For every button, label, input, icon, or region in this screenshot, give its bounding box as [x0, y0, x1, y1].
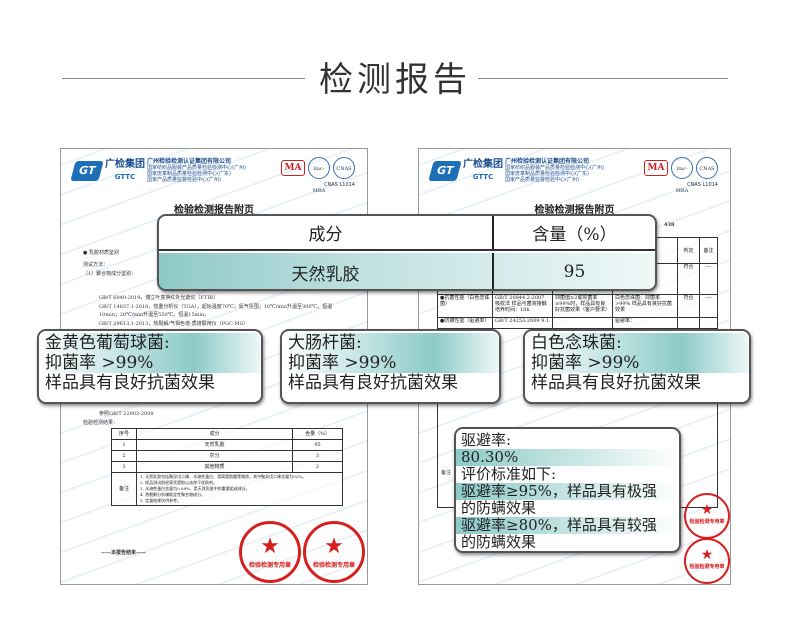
cnas-cert-number: CNAS L1014 [687, 182, 718, 188]
report-number: 438 [664, 222, 675, 228]
row-antibac-result: 白色念珠菌：抑菌率 >99% 样品具有良好抗菌效果 [612, 294, 678, 318]
notes-label: 备注 [441, 470, 452, 476]
cnas-cert-number: CNAS L1014 [324, 182, 355, 188]
callout-mite-repellency: 驱避率: 80.30% 评价标准如下: 驱避率≥95%，样品具有极强 的防螨效果… [454, 427, 681, 553]
cnas-icon: CNAS [696, 157, 718, 179]
cnas-icon: CNAS [333, 157, 355, 179]
cma-icon: MA [644, 160, 668, 176]
row-antibac-method: GB/T 20944.2-2007 吸收法 样品与菌液接触培养时间：18h [492, 294, 553, 318]
callout-staphylococcus: 金黄色葡萄球菌:抑菌率 >99%样品具有良好抗菌效果 [37, 329, 263, 404]
callout-candida: 白色念珠菌:抑菌率 >99%样品具有良好抗菌效果 [523, 329, 751, 404]
company-info: 广州检验检测认证集团有限公司国家纺织品服装产品质量检验检测中心(广州)国家皮革制… [147, 158, 246, 184]
page-title: 检测报告 [319, 60, 471, 100]
cell-content: 95 [563, 262, 586, 282]
red-seal: ★检验检测专用章 [303, 521, 365, 583]
red-seal: ★检验检测专用章 [239, 521, 301, 583]
red-seal: ★检验检测专用章 [684, 493, 730, 539]
company-info: 广州检验检测认证集团有限公司国家纺织品服装产品质量检验检测中心(广州)国家皮革制… [505, 158, 604, 184]
doc-title: 检验检测报告附页 [534, 205, 615, 216]
title-divider-right [478, 78, 728, 79]
report-end: ——本报告结束—— [101, 550, 147, 556]
red-seal: ★检验检测专用章 [684, 538, 730, 584]
header-content: 含量（%） [532, 225, 617, 245]
header-composition: 成分 [159, 216, 494, 249]
ilac-icon: ilac-MRA [671, 157, 693, 194]
title-divider-left [62, 78, 305, 79]
callout-e-coli: 大肠杆菌:抑菌率 >99%样品具有良好抗菌效果 [280, 329, 501, 404]
row-antibac-requirement: 抑菌值≥2或抑菌率≥99%时，样品具有良好抗菌效果（客户要求） [552, 294, 613, 318]
row-antibac-item: ●抗菌性能（白色念珠菌） [437, 294, 493, 318]
ilac-icon: ilac-MRA [308, 157, 330, 194]
cell-composition: 天然乳胶 [159, 253, 494, 289]
cma-icon: MA [281, 160, 305, 176]
section-bullet: ● 乳胶材质鉴别 [83, 250, 119, 256]
composition-highlight-table: 成分 含量（%） 天然乳胶 95 [157, 214, 657, 291]
doc-title: 检验检测报告附页 [174, 205, 254, 216]
